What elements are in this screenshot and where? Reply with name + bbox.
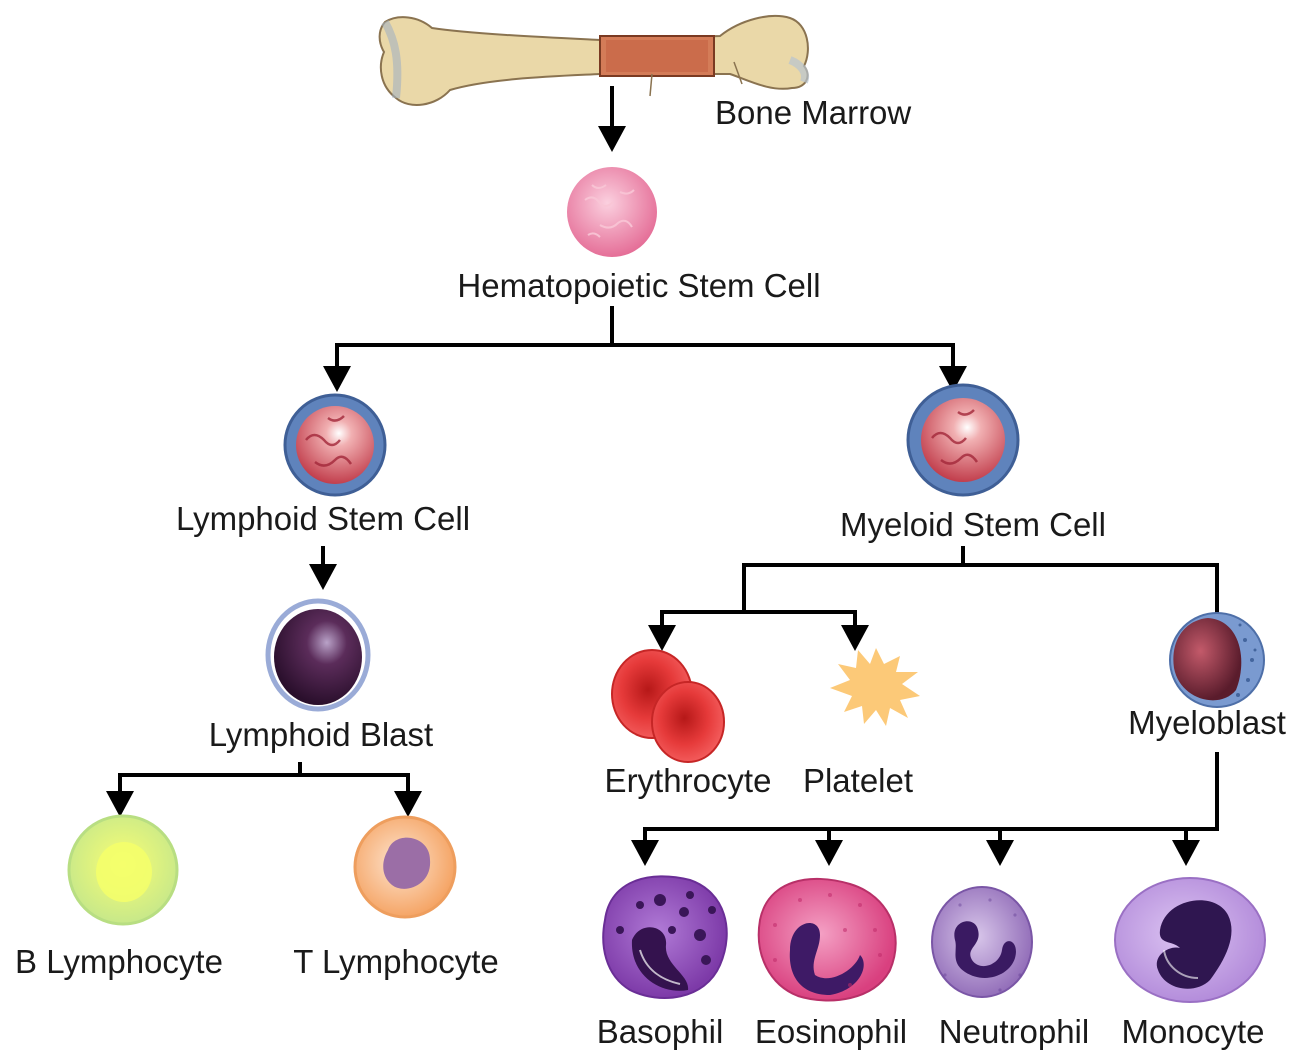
arrow-head bbox=[598, 126, 626, 152]
arrow-head bbox=[939, 366, 967, 392]
b-lymphocyte-illustration bbox=[67, 814, 179, 926]
erythrocyte-illustration bbox=[611, 649, 725, 763]
flow-connectors bbox=[118, 86, 1219, 842]
t-lymphocyte-label: T Lymphocyte bbox=[293, 943, 499, 980]
arrow-head bbox=[106, 791, 134, 817]
platelet-illustration bbox=[830, 648, 920, 726]
arrow-head bbox=[815, 840, 843, 866]
arrow-head bbox=[841, 625, 869, 651]
platelet-label: Platelet bbox=[802, 762, 914, 799]
arrow-head bbox=[648, 625, 676, 651]
lymphoid-stem-cell-label: Lymphoid Stem Cell bbox=[175, 500, 471, 537]
hematopoietic-stem-cell-illustration bbox=[567, 167, 657, 257]
eosinophil-label: Eosinophil bbox=[754, 1013, 908, 1050]
b-lymphocyte-label: B Lymphocyte bbox=[15, 943, 223, 980]
arrow-head bbox=[309, 564, 337, 590]
lymphoid-blast-label: Lymphoid Blast bbox=[208, 716, 434, 753]
myeloid-stem-cell-label: Myeloid Stem Cell bbox=[840, 506, 1106, 543]
arrow-head bbox=[323, 366, 351, 392]
arrow-head bbox=[1172, 840, 1200, 866]
hematopoietic-stem-cell-label: Hematopoietic Stem Cell bbox=[457, 267, 821, 304]
arrow-head bbox=[394, 791, 422, 817]
myeloblast-illustration bbox=[1169, 612, 1265, 708]
neutrophil-illustration bbox=[931, 886, 1033, 998]
arrow-head bbox=[986, 840, 1014, 866]
neutrophil-label: Neutrophil bbox=[938, 1013, 1090, 1050]
monocyte-illustration bbox=[1114, 877, 1266, 1003]
t-lymphocyte-illustration bbox=[353, 815, 457, 919]
basophil-label: Basophil bbox=[596, 1013, 724, 1050]
arrow-head bbox=[631, 840, 659, 866]
arrow-heads bbox=[106, 126, 1200, 866]
myeloid-stem-cell-illustration bbox=[906, 383, 1020, 497]
erythrocyte-label: Erythrocyte bbox=[604, 762, 772, 799]
lymphoid-blast-illustration bbox=[265, 598, 371, 712]
femur-bone-illustration bbox=[378, 15, 809, 106]
monocyte-label: Monocyte bbox=[1121, 1013, 1265, 1050]
myeloblast-label: Myeloblast bbox=[1128, 704, 1286, 741]
eosinophil-illustration bbox=[757, 877, 897, 1002]
bone-marrow-label: Bone Marrow bbox=[715, 94, 912, 131]
lymphoid-stem-cell-illustration bbox=[283, 393, 387, 497]
basophil-illustration bbox=[602, 875, 728, 999]
